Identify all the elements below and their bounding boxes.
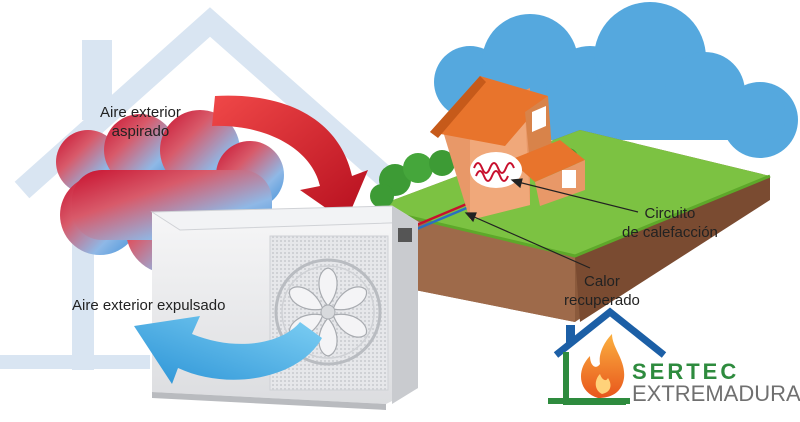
exhaust-label: Aire exterior expulsado — [72, 297, 226, 314]
callout-lines — [464, 178, 639, 269]
logo-house-icon — [548, 307, 667, 405]
air-cloud — [56, 110, 284, 274]
logo-subtitle: EXTREMADURA — [632, 381, 800, 406]
heat-label: Calor recuperado — [564, 273, 640, 309]
heating-coil-icon — [470, 152, 522, 188]
flame-icon — [580, 334, 625, 398]
circuit-label: Circuito de calefacción — [622, 205, 718, 241]
exhaust-arrow — [134, 316, 322, 384]
logo — [548, 307, 667, 405]
logo-title: SERTEC — [632, 359, 740, 384]
fan-icon — [274, 258, 382, 366]
intake-label: Aire exterior aspirado — [100, 104, 181, 140]
intake-arrow — [212, 95, 368, 222]
